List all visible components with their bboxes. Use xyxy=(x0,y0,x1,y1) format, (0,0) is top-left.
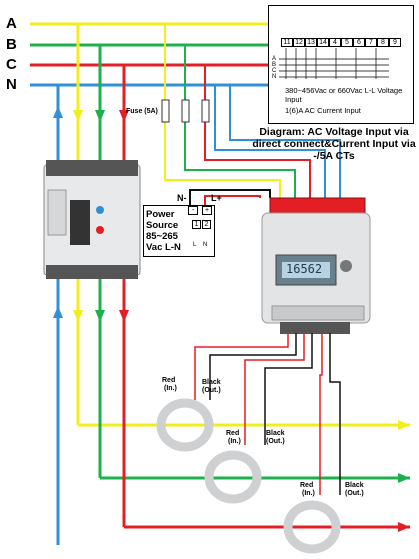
ct-a-red-sub: (In.) xyxy=(164,385,177,392)
terminal-number: 4 xyxy=(329,38,341,47)
meter-display: 16562 xyxy=(286,262,323,276)
power-neg-label: N- xyxy=(177,193,187,203)
terminal-number: 11 xyxy=(281,38,293,47)
fuse-1 xyxy=(161,99,170,123)
terminal-minus: - xyxy=(188,206,198,215)
terminal-number: 14 xyxy=(317,38,329,47)
inset-letter-c: C xyxy=(272,68,277,74)
terminal-number: 8 xyxy=(377,38,389,47)
ct-b-red-sub: (In.) xyxy=(228,438,241,445)
power-pos-label: L+ xyxy=(211,193,222,203)
terminal-number: 7 xyxy=(365,38,377,47)
inset-letter-a: A xyxy=(272,56,277,62)
ct-ring-a xyxy=(156,398,214,452)
inset-letter-b: B xyxy=(272,62,277,68)
terminal-strip: 11 12 13 14 4 5 6 7 8 9 xyxy=(281,38,401,47)
power-source-box: Power Source 85~265 Vac L-N - + 1 2 L N xyxy=(143,205,215,257)
phase-label-c: C xyxy=(6,56,17,73)
fuse-2 xyxy=(181,99,190,123)
ct-b-black-sub: (Out.) xyxy=(266,438,285,445)
terminal-letter-l: L xyxy=(193,242,197,248)
fuses xyxy=(161,99,210,123)
fuse-label: Fuse (5A) xyxy=(126,108,158,115)
inset-schematic xyxy=(279,48,389,79)
ct-c-red-label: Red xyxy=(300,482,314,489)
power-wires xyxy=(189,189,271,205)
terminal-letter-n: N xyxy=(203,242,208,248)
ct-c-black-label: Black xyxy=(345,482,364,489)
terminal-number: 5 xyxy=(341,38,353,47)
phase-label-n: N xyxy=(6,76,17,93)
ct-c-black-sub: (Out.) xyxy=(345,490,364,497)
fuse-3 xyxy=(201,99,210,123)
terminal-number: 9 xyxy=(389,38,401,47)
ct-b-red-label: Red xyxy=(226,430,240,437)
terminal-1: 1 xyxy=(192,220,201,229)
ct-b-black-label: Black xyxy=(266,430,285,437)
terminal-number: 13 xyxy=(305,38,317,47)
ct-ring-b xyxy=(204,450,262,504)
ct-a-black-sub: (Out.) xyxy=(202,387,221,394)
circuit-breaker xyxy=(43,160,141,279)
current-transformers xyxy=(156,398,341,554)
phase-label-a: A xyxy=(6,15,17,32)
ct-wires xyxy=(194,333,341,495)
terminal-number: 6 xyxy=(353,38,365,47)
power-source-label: Power Source 85~265 Vac L-N xyxy=(146,209,181,253)
terminal-plus: + xyxy=(202,206,212,215)
current-input-text: 1(6)A AC Current Input xyxy=(285,106,361,115)
ct-ring-c xyxy=(283,500,341,554)
breaker-feeders xyxy=(56,24,126,545)
ct-a-red-label: Red xyxy=(162,377,176,384)
terminal-number: 12 xyxy=(293,38,305,47)
ct-a-black-label: Black xyxy=(202,379,221,386)
inset-letter-n: N xyxy=(272,74,277,80)
energy-meter xyxy=(261,197,371,334)
flow-arrows xyxy=(53,106,410,532)
terminal-2: 2 xyxy=(202,220,211,229)
voltage-input-text: 380~456Vac or 660Vac L-L Voltage Input xyxy=(285,86,403,104)
terminal-inset: 11 12 13 14 4 5 6 7 8 9 A B C N xyxy=(268,5,414,124)
phase-label-b: B xyxy=(6,36,17,53)
ct-c-red-sub: (In.) xyxy=(302,490,315,497)
diagram-title: Diagram: AC Voltage Input via direct con… xyxy=(252,126,416,162)
